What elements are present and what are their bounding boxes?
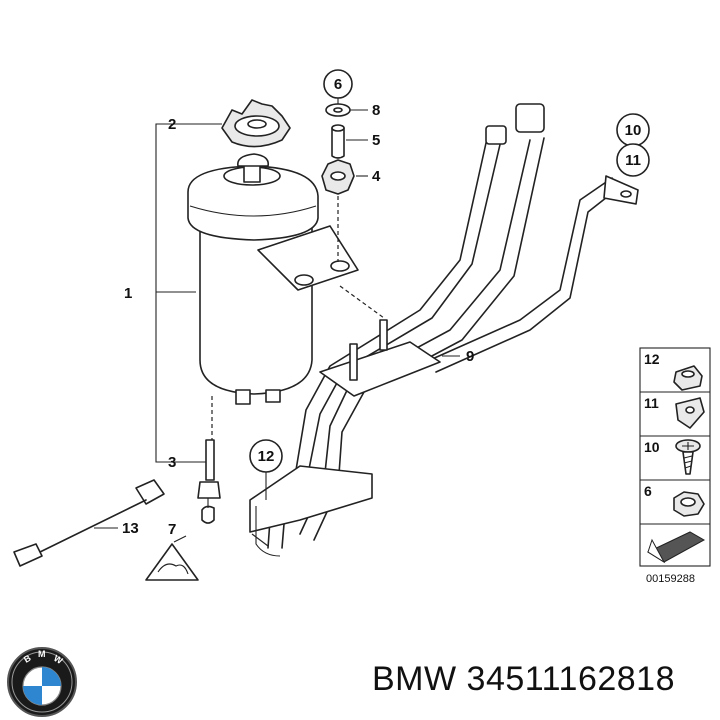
hex-nut-icon — [673, 491, 705, 517]
callout-7-text: 7 — [168, 521, 176, 538]
callout-13-text: 13 — [122, 520, 139, 537]
callout-12-text: 12 — [258, 448, 275, 465]
hose-lines — [249, 103, 639, 557]
legend-row-6-number: 6 — [644, 483, 652, 499]
callout-2-text: 2 — [168, 116, 176, 133]
clip-nut-icon — [673, 365, 703, 391]
callout-7: 7 — [168, 521, 176, 538]
screw-icon — [675, 439, 701, 475]
legend-row-11-number: 11 — [644, 395, 659, 411]
callout-10-text: 10 — [625, 122, 642, 139]
callout-8: 8 — [372, 102, 380, 119]
bmw-logo: B M W — [7, 647, 77, 717]
callout-9-text: 9 — [466, 348, 474, 365]
callout-1-text: 1 — [124, 285, 132, 302]
svg-text:M: M — [38, 649, 46, 659]
callout-5: 5 — [372, 132, 380, 149]
callout-11: 11 — [616, 143, 650, 177]
sensor-cable — [13, 479, 165, 567]
part-number-text: 34511162818 — [466, 660, 676, 698]
diagram-code: 00159288 — [646, 573, 695, 585]
callout-5-text: 5 — [372, 132, 380, 149]
callout-3: 3 — [168, 454, 176, 471]
brand-text: BMW — [372, 660, 457, 698]
washer-8 — [325, 103, 351, 117]
callout-4: 4 — [372, 168, 381, 185]
callout-13: 13 — [122, 520, 139, 537]
fastener-legend: 12 11 10 6 00159288 — [639, 347, 711, 585]
callout-11-text: 11 — [625, 152, 641, 169]
rubber-mount-4 — [321, 159, 355, 195]
callout-6-text: 6 — [334, 76, 342, 93]
part-caption: BMW 34511162818 — [372, 660, 675, 699]
callout-3-text: 3 — [168, 454, 176, 471]
callout-8-text: 8 — [372, 102, 380, 119]
callout-1: 1 — [124, 285, 132, 302]
reservoir-tank — [187, 153, 359, 405]
svg-text:B: B — [22, 653, 33, 665]
spring-nut-icon — [675, 397, 705, 429]
callout-6: 6 — [323, 69, 353, 99]
callout-4-text: 4 — [372, 168, 381, 185]
callout-12: 12 — [249, 439, 283, 473]
level-sensor — [197, 396, 221, 524]
legend-row-10-number: 10 — [644, 439, 660, 455]
legend-row-12-number: 12 — [644, 351, 660, 367]
sleeve-5 — [331, 124, 345, 159]
catalog-arrow-icon — [646, 531, 706, 564]
callout-10: 10 — [616, 113, 650, 147]
warning-label-7 — [145, 535, 199, 581]
callout-2: 2 — [168, 116, 176, 133]
reservoir-cap — [221, 99, 291, 148]
callout-9: 9 — [466, 348, 474, 365]
